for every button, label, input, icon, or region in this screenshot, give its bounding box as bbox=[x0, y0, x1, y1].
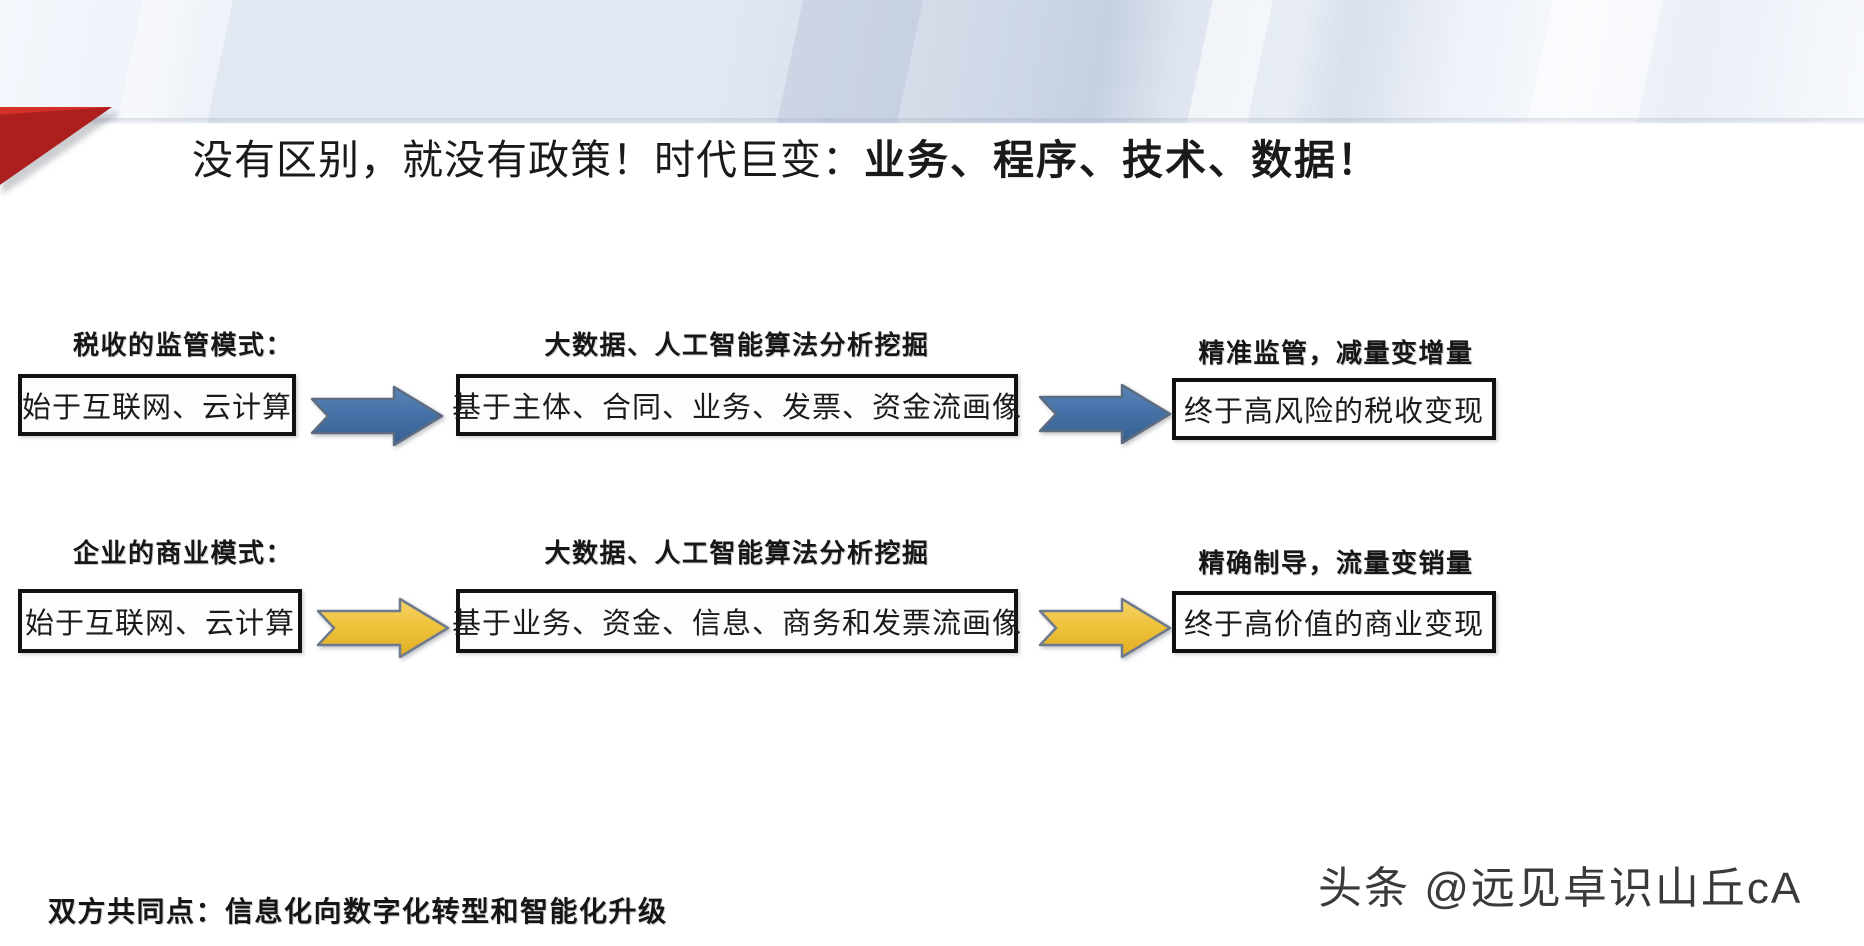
banner-shadow bbox=[0, 118, 1864, 125]
row1-right-box: 终于高风险的税收变现 bbox=[1172, 378, 1496, 440]
title-plain-part: 没有区别，就没有政策！时代巨变： bbox=[192, 137, 864, 183]
row1-right-caption: 精准监管，减量变增量 bbox=[1198, 338, 1474, 368]
bottom-note: 双方共同点：信息化向数字化转型和智能化升级 bbox=[48, 896, 668, 927]
page-title: 没有区别，就没有政策！时代巨变：业务、程序、技术、数据！ bbox=[192, 136, 1592, 184]
row1-middle-caption: 大数据、人工智能算法分析挖掘 bbox=[544, 330, 930, 360]
red-triangle-shape bbox=[0, 107, 112, 189]
row2-left-box: 始于互联网、云计算 bbox=[18, 589, 302, 653]
banner-facet bbox=[116, 0, 234, 123]
red-triangle-icon bbox=[0, 107, 184, 212]
title-emphasis-part: 业务、程序、技术、数据！ bbox=[864, 137, 1380, 183]
red-triangle-highlight bbox=[0, 107, 112, 115]
watermark: 头条 @远见卓识山丘cA bbox=[1318, 864, 1803, 913]
row2-middle-caption: 大数据、人工智能算法分析挖掘 bbox=[544, 538, 930, 568]
header-banner bbox=[0, 0, 1864, 123]
row1-arrow-2 bbox=[1038, 383, 1172, 445]
row1-arrow-1 bbox=[310, 385, 444, 447]
row2-left-caption: 企业的商业模式： bbox=[72, 538, 293, 568]
flow-row-tax-regulation: 税收的监管模式： 始于互联网、云计算 大数据、人工智能算法分析挖掘 基于主体、合… bbox=[0, 325, 1864, 505]
row1-left-caption: 税收的监管模式： bbox=[72, 330, 293, 360]
row2-middle-box: 基于业务、资金、信息、商务和发票流画像 bbox=[452, 589, 1021, 653]
row2-right-box: 终于高价值的商业变现 bbox=[1172, 591, 1496, 653]
row2-arrow-1 bbox=[316, 597, 450, 659]
flow-row-enterprise-business: 企业的商业模式： 始于互联网、云计算 大数据、人工智能算法分析挖掘 基于业务、资… bbox=[0, 533, 1864, 713]
banner-facet bbox=[1526, 0, 1664, 123]
banner-facet bbox=[1186, 0, 1274, 123]
row1-middle-box: 基于主体、合同、业务、发票、资金流画像 bbox=[452, 374, 1021, 436]
row2-arrow-2 bbox=[1038, 597, 1172, 659]
row2-right-caption: 精确制导，流量变销量 bbox=[1198, 548, 1474, 578]
banner-facet bbox=[776, 0, 924, 123]
row1-left-box: 始于互联网、云计算 bbox=[18, 374, 296, 436]
